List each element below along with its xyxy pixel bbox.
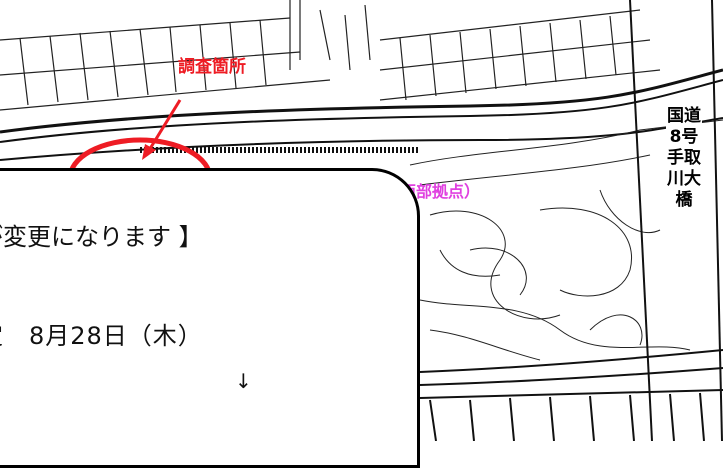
- notice-headline: が変更になります 】: [0, 223, 203, 251]
- bridge-road: [629, 0, 723, 441]
- parcel-grid: [0, 0, 661, 111]
- highway-lines: [0, 68, 723, 161]
- notice-box: が変更になります 】 定 8月28日（木） ↓: [0, 168, 420, 468]
- notice-date: 定 8月28日（木）: [0, 322, 203, 350]
- river-banks: [409, 119, 723, 361]
- down-arrow-icon: ↓: [235, 369, 252, 393]
- bridge-label: 国道8号手取川大橋: [666, 106, 702, 211]
- survey-location-label: 調査箇所: [178, 57, 246, 77]
- red-pointer-arrow: [146, 99, 182, 153]
- red-pointer-arrowhead: [142, 144, 156, 160]
- bottom-roads: [419, 349, 723, 441]
